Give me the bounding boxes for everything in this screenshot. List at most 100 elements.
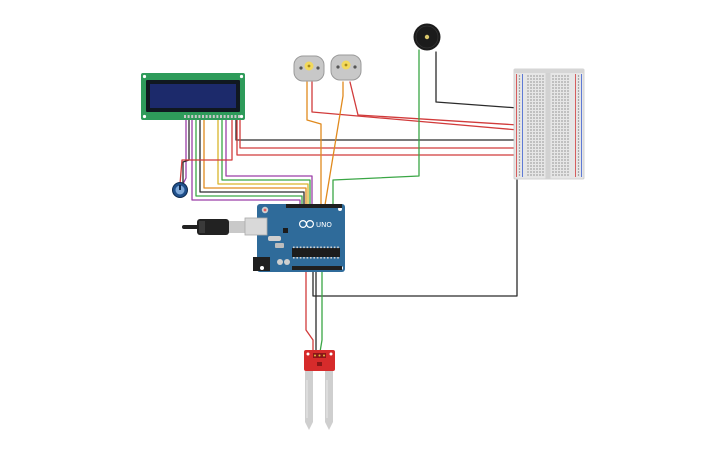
breadboard-hole[interactable] (542, 168, 544, 170)
breadboard-hole[interactable] (542, 90, 544, 92)
wire-buzzer-signal[interactable] (332, 49, 420, 206)
breadboard-hole[interactable] (518, 96, 521, 98)
breadboard-hole[interactable] (555, 126, 557, 128)
breadboard-hole[interactable] (527, 99, 529, 101)
breadboard-hole[interactable] (558, 123, 560, 125)
breadboard-hole[interactable] (561, 111, 563, 113)
breadboard-hole[interactable] (530, 75, 532, 77)
breadboard-hole[interactable] (539, 162, 541, 164)
breadboard-hole[interactable] (577, 114, 580, 116)
breadboard-hole[interactable] (518, 132, 521, 134)
breadboard-hole[interactable] (518, 162, 521, 164)
breadboard-hole[interactable] (577, 153, 580, 155)
breadboard-hole[interactable] (561, 105, 563, 107)
breadboard-hole[interactable] (577, 174, 580, 176)
breadboard-hole[interactable] (561, 87, 563, 89)
breadboard-hole[interactable] (536, 162, 538, 164)
breadboard-hole[interactable] (536, 147, 538, 149)
servo-motor-2[interactable] (330, 54, 362, 81)
breadboard-hole[interactable] (564, 150, 566, 152)
breadboard-hole[interactable] (533, 168, 535, 170)
breadboard-hole[interactable] (552, 96, 554, 98)
breadboard-hole[interactable] (530, 81, 532, 83)
breadboard-hole[interactable] (577, 90, 580, 92)
breadboard-hole[interactable] (567, 120, 569, 122)
breadboard-hole[interactable] (552, 171, 554, 173)
breadboard-hole[interactable] (552, 129, 554, 131)
breadboard-hole[interactable] (558, 99, 560, 101)
breadboard-hole[interactable] (561, 108, 563, 110)
breadboard-hole[interactable] (539, 111, 541, 113)
breadboard-hole[interactable] (533, 135, 535, 137)
breadboard-hole[interactable] (533, 123, 535, 125)
breadboard-hole[interactable] (542, 102, 544, 104)
breadboard-hole[interactable] (564, 84, 566, 86)
breadboard-hole[interactable] (518, 135, 521, 137)
breadboard-hole[interactable] (530, 150, 532, 152)
breadboard-hole[interactable] (533, 108, 535, 110)
breadboard-hole[interactable] (567, 141, 569, 143)
breadboard-hole[interactable] (561, 129, 563, 131)
breadboard-hole[interactable] (530, 147, 532, 149)
breadboard-hole[interactable] (558, 144, 560, 146)
breadboard-hole[interactable] (567, 159, 569, 161)
breadboard-hole[interactable] (558, 81, 560, 83)
breadboard-hole[interactable] (539, 144, 541, 146)
breadboard-hole[interactable] (539, 126, 541, 128)
breadboard-hole[interactable] (577, 144, 580, 146)
breadboard-hole[interactable] (527, 153, 529, 155)
breadboard-hole[interactable] (564, 108, 566, 110)
breadboard-hole[interactable] (539, 114, 541, 116)
breadboard-hole[interactable] (518, 108, 521, 110)
breadboard-hole[interactable] (518, 81, 521, 83)
potentiometer[interactable] (172, 182, 188, 198)
breadboard-hole[interactable] (558, 150, 560, 152)
breadboard-hole[interactable] (558, 135, 560, 137)
breadboard-hole[interactable] (518, 84, 521, 86)
breadboard-hole[interactable] (527, 144, 529, 146)
breadboard-hole[interactable] (552, 153, 554, 155)
breadboard-hole[interactable] (555, 135, 557, 137)
breadboard-hole[interactable] (536, 159, 538, 161)
breadboard-hole[interactable] (577, 81, 580, 83)
breadboard-hole[interactable] (518, 111, 521, 113)
breadboard-hole[interactable] (555, 144, 557, 146)
breadboard-hole[interactable] (527, 141, 529, 143)
breadboard-hole[interactable] (542, 144, 544, 146)
wire-servo1-signal[interactable] (306, 81, 322, 206)
breadboard-hole[interactable] (558, 126, 560, 128)
breadboard-hole[interactable] (555, 78, 557, 80)
breadboard-hole[interactable] (518, 93, 521, 95)
wire-soil-signal[interactable] (319, 271, 323, 353)
breadboard-hole[interactable] (577, 108, 580, 110)
breadboard-hole[interactable] (533, 87, 535, 89)
breadboard-hole[interactable] (533, 117, 535, 119)
breadboard-hole[interactable] (518, 153, 521, 155)
breadboard-hole[interactable] (567, 165, 569, 167)
wire-servo2-power[interactable] (349, 81, 519, 126)
breadboard-hole[interactable] (533, 162, 535, 164)
breadboard-hole[interactable] (527, 114, 529, 116)
breadboard-hole[interactable] (530, 129, 532, 131)
breadboard-hole[interactable] (567, 78, 569, 80)
wire-lcd-7[interactable] (217, 117, 309, 206)
wire-buzzer-ground[interactable] (435, 51, 519, 109)
breadboard-hole[interactable] (518, 150, 521, 152)
breadboard-hole[interactable] (552, 147, 554, 149)
wire-lcd-4[interactable] (195, 117, 303, 206)
breadboard-hole[interactable] (542, 75, 544, 77)
breadboard-hole[interactable] (552, 156, 554, 158)
breadboard-hole[interactable] (533, 84, 535, 86)
wire-arduino-ground[interactable] (312, 179, 518, 297)
breadboard-hole[interactable] (561, 171, 563, 173)
breadboard-hole[interactable] (539, 84, 541, 86)
breadboard-hole[interactable] (555, 165, 557, 167)
breadboard-hole[interactable] (518, 156, 521, 158)
breadboard-hole[interactable] (518, 90, 521, 92)
breadboard-hole[interactable] (536, 165, 538, 167)
breadboard-hole[interactable] (542, 129, 544, 131)
breadboard-hole[interactable] (542, 165, 544, 167)
breadboard-hole[interactable] (539, 81, 541, 83)
breadboard-hole[interactable] (558, 171, 560, 173)
breadboard-hole[interactable] (552, 141, 554, 143)
